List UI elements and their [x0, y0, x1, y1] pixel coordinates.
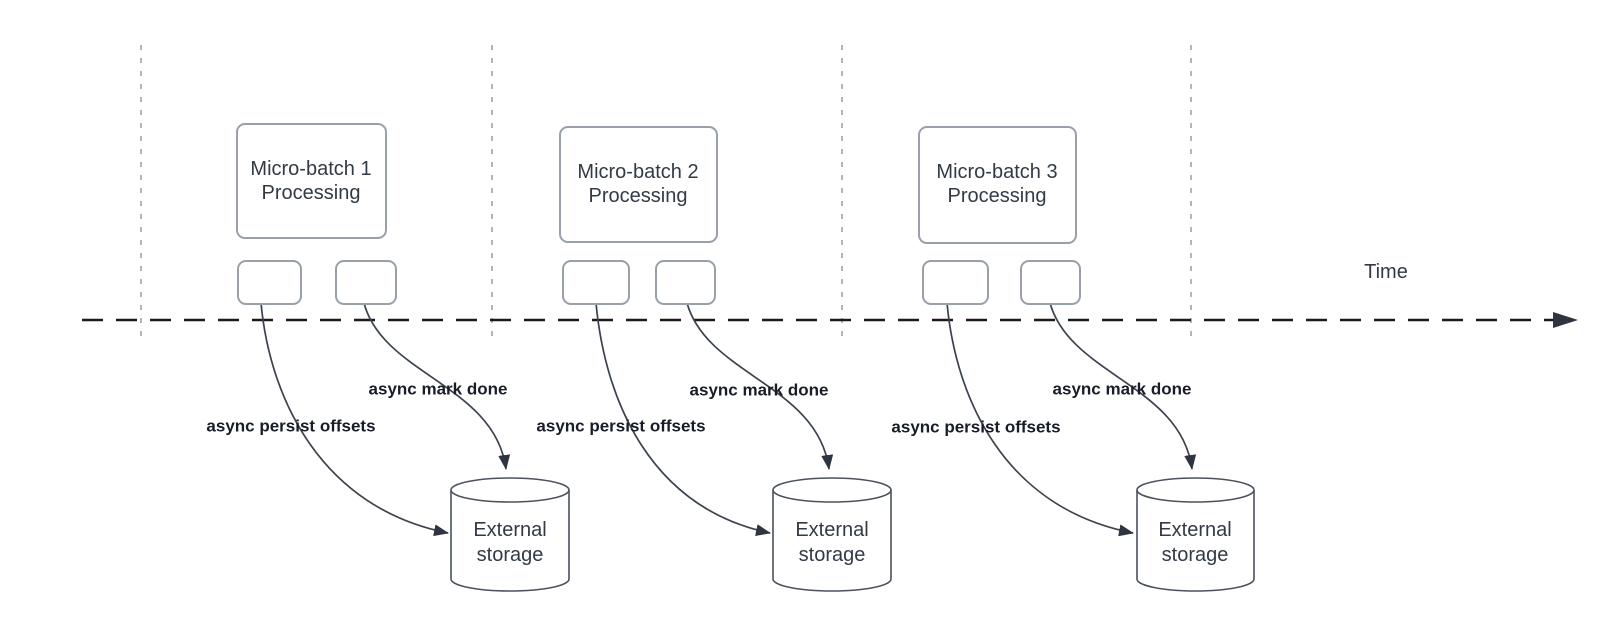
storage-label-line1: External: [795, 519, 868, 541]
persist-offsets-label: async persist offsets: [536, 417, 705, 436]
persist-offsets-arrow: [946, 302, 1134, 537]
persist-offsets-arrow: [595, 302, 771, 537]
small-node-right: [655, 260, 716, 305]
storage-label-line2: storage: [1162, 544, 1229, 566]
cylinder-body: [450, 490, 570, 592]
small-node-left: [562, 260, 630, 305]
mark-done-arrow: [1049, 302, 1197, 470]
mark-done-label: async mark done: [369, 380, 508, 399]
storage-label-line1: External: [473, 519, 546, 541]
microbatch-title-line1: Micro-batch 3: [936, 161, 1057, 183]
batch-boundary-guides: [140, 45, 1192, 337]
cylinder-body: [772, 490, 892, 592]
storage-label-line2: storage: [799, 544, 866, 566]
external-storage-cylinder: External storage: [450, 477, 570, 592]
mark-done-arrow: [686, 302, 834, 470]
persist-offsets-label: async persist offsets: [891, 418, 1060, 437]
mark-done-label: async mark done: [690, 381, 829, 400]
external-storage-cylinder: External storage: [1136, 477, 1255, 592]
microbatch-title-line1: Micro-batch 2: [577, 161, 698, 183]
batch-group-2: Micro-batch 2 Processing async persist o…: [536, 126, 892, 592]
microbatch-title-line2: Processing: [589, 185, 688, 207]
storage-label-line1: External: [1158, 519, 1231, 541]
persist-offsets-label: async persist offsets: [206, 417, 375, 436]
time-axis-label: Time: [1364, 261, 1408, 283]
microbatch-processing-box: [918, 126, 1077, 244]
cylinder-rim: [450, 477, 570, 503]
cylinder-rim: [1136, 477, 1255, 503]
small-node-left: [237, 260, 302, 305]
cylinder-rim: [772, 477, 892, 503]
mark-done-label: async mark done: [1053, 380, 1192, 399]
storage-label-line2: storage: [477, 544, 544, 566]
microbatch-processing-box: [236, 123, 387, 239]
microbatch-title-line2: Processing: [262, 182, 361, 204]
persist-offsets-arrow: [260, 302, 449, 537]
batch-group-1: Micro-batch 1 Processing async persist o…: [206, 123, 570, 592]
microbatch-title-line1: Micro-batch 1: [250, 158, 371, 180]
mark-done-arrow: [363, 302, 511, 470]
cylinder-body: [1136, 490, 1255, 592]
microbatch-title-line2: Processing: [948, 185, 1047, 207]
batch-group-3: Micro-batch 3 Processing async persist o…: [891, 126, 1255, 592]
time-axis-arrow-icon: [1553, 312, 1578, 328]
microbatch-processing-box: [559, 126, 718, 243]
time-axis: Time: [82, 261, 1578, 328]
small-node-right: [1020, 260, 1081, 305]
external-storage-cylinder: External storage: [772, 477, 892, 592]
small-node-right: [335, 260, 397, 305]
small-node-left: [922, 260, 989, 305]
